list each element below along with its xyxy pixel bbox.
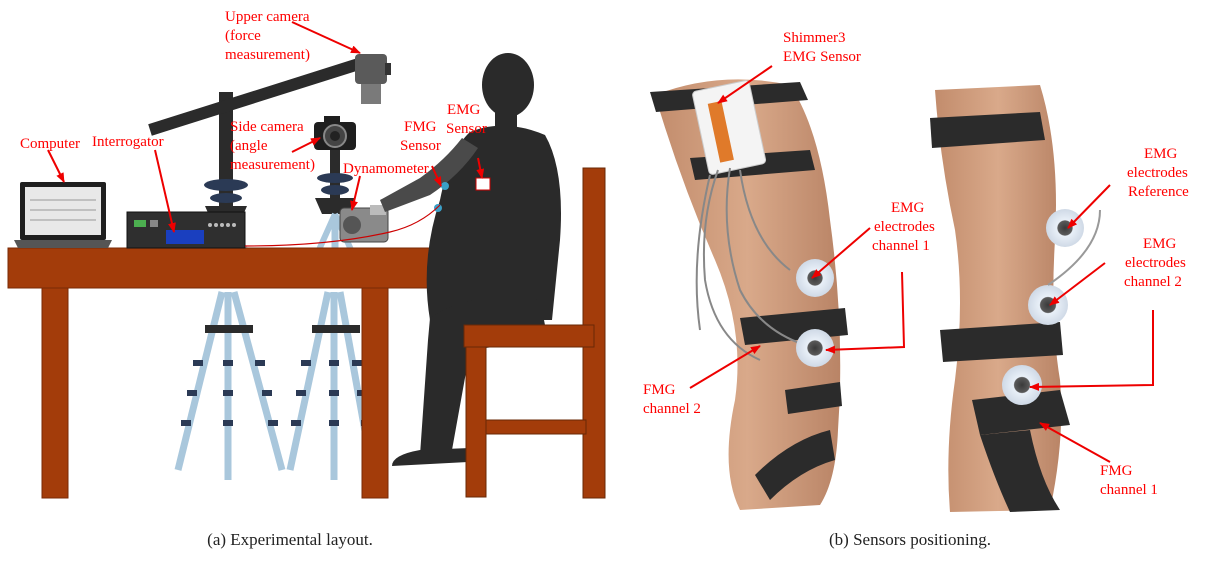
label-fmg-ch1: FMG channel 1	[1100, 463, 1158, 498]
dynamometer	[340, 205, 388, 242]
caption-panel-b: (b) Sensors positioning.	[770, 530, 1050, 550]
right-leg	[930, 85, 1100, 512]
label-dynamometer: Dynamometer	[343, 161, 429, 177]
label-emg-sensor: EMG Sensor	[446, 102, 487, 137]
tripod-left	[178, 292, 282, 480]
tripod-right	[290, 292, 372, 480]
label-upper-camera: Upper camera (force measurement)	[225, 9, 313, 63]
label-computer: Computer	[20, 136, 80, 152]
side-camera	[314, 116, 356, 150]
laptop	[14, 182, 112, 248]
upper-camera	[355, 54, 391, 104]
caption-panel-a: (a) Experimental layout.	[140, 530, 440, 550]
panel-b-photo: Shimmer3 EMG Sensor EMG electrodes chann…	[643, 30, 1192, 512]
label-emg-ref: EMG electrodes Reference	[1127, 146, 1192, 200]
panel-a-diagram: Upper camera (force measurement) Compute…	[8, 9, 605, 498]
label-interrogator: Interrogator	[92, 134, 164, 150]
label-fmg-sensor: FMG Sensor	[400, 119, 441, 154]
label-emg-ch1: EMG electrodes channel 1	[872, 200, 939, 254]
left-leg	[650, 79, 848, 510]
label-shimmer: Shimmer3 EMG Sensor	[783, 30, 861, 65]
interrogator-box	[127, 212, 245, 248]
table	[8, 248, 430, 498]
label-emg-ch2: EMG electrodes channel 2	[1124, 236, 1190, 290]
